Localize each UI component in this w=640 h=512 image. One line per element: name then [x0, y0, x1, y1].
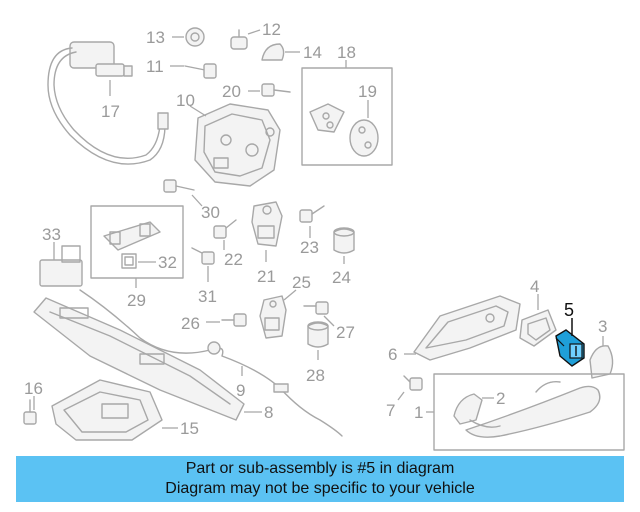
part-30-bolt: [163, 179, 195, 193]
callout-15: 15: [180, 419, 199, 438]
part-16-bolt: [23, 399, 37, 425]
part-10-latch: [194, 103, 281, 187]
callout-27: 27: [336, 323, 355, 342]
part-24-bushing: [333, 227, 355, 254]
callout-33: 33: [42, 225, 61, 244]
part-5-lock-cylinder: [555, 329, 585, 367]
part-26-bolt: [221, 313, 247, 327]
callout-6: 6: [388, 345, 397, 364]
callout-22: 22: [224, 250, 243, 269]
part-4-gasket: [519, 309, 557, 347]
part-31-bolt: [191, 247, 215, 265]
part-11-bolt: [184, 63, 217, 79]
parts-diagram: 13 12 14 11 17 20 10: [23, 20, 625, 451]
banner-line-2: Diagram may not be specific to your vehi…: [165, 480, 475, 497]
callout-19: 19: [358, 82, 377, 101]
callout-16: 16: [24, 379, 43, 398]
callout-2: 2: [496, 389, 505, 408]
callout-10: 10: [176, 91, 195, 110]
part-13-grommet: [185, 27, 205, 47]
part-2-handle: [453, 381, 601, 438]
part-23-bolt: [299, 205, 325, 223]
banner-line-1: Part or sub-assembly is #5 in diagram: [185, 460, 455, 477]
part-20-bolt: [261, 83, 291, 97]
callout-18: 18: [337, 43, 356, 62]
callout-24: 24: [332, 268, 351, 287]
part-22-bolt: [213, 219, 237, 239]
part-6-handle-frame: [413, 295, 521, 361]
part-7-bolt: [403, 375, 423, 391]
callout-7: 7: [386, 401, 395, 420]
callout-1: 1: [414, 403, 423, 422]
part-21-hinge: [251, 201, 283, 247]
callout-8: 8: [264, 403, 273, 422]
part-25-hinge: [259, 295, 287, 339]
callout-9: 9: [236, 381, 245, 400]
callout-23: 23: [300, 238, 319, 257]
callout-29: 29: [127, 291, 146, 310]
part-15-carrier: [51, 379, 163, 441]
part-18-box: [301, 67, 393, 166]
part-29-box: [90, 205, 184, 279]
part-8-reinforcement: [33, 297, 245, 421]
callout-13: 13: [146, 28, 165, 47]
part-19-striker: [309, 103, 379, 157]
part-12-pin: [230, 29, 248, 50]
callout-17: 17: [101, 102, 120, 121]
part-29-check: [103, 221, 161, 251]
part-32-gasket: [121, 253, 137, 269]
part-33-bracket: [39, 245, 83, 287]
part-9-cable: [79, 289, 343, 437]
callout-25: 25: [292, 273, 311, 292]
callout-12: 12: [262, 20, 281, 39]
callout-21: 21: [257, 267, 276, 286]
callout-20: 20: [222, 82, 241, 101]
callout-30: 30: [201, 203, 220, 222]
part-28-bushing: [307, 321, 329, 348]
part-17-cable: [47, 41, 169, 165]
part-14-cap: [261, 43, 285, 61]
callout-4: 4: [530, 277, 539, 296]
part-27-bolt: [303, 301, 329, 315]
info-banner: Part or sub-assembly is #5 in diagram Di…: [16, 456, 624, 502]
callout-32: 32: [158, 253, 177, 272]
callout-3: 3: [598, 317, 607, 336]
callout-14: 14: [303, 43, 322, 62]
callout-11: 11: [146, 57, 164, 76]
callout-28: 28: [306, 366, 325, 385]
callout-5: 5: [564, 300, 574, 320]
part-3-cap: [589, 345, 614, 379]
callout-26: 26: [181, 314, 200, 333]
callout-31: 31: [198, 287, 217, 306]
